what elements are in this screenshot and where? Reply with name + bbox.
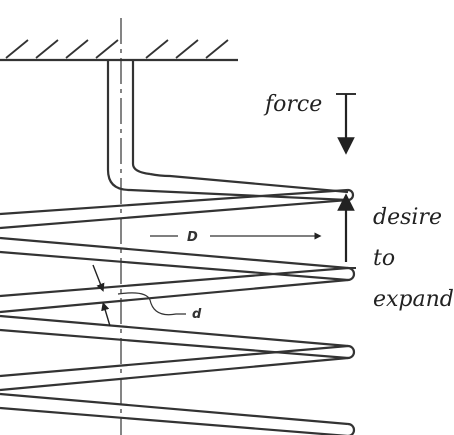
wire-diameter-label: d [192,307,202,322]
coil-band-top-1 [149,172,349,194]
coil-band-left-2a [0,266,349,298]
spring-stem-inner [131,60,151,176]
coil-diameter-label: D [187,230,198,245]
coil-band-left-2b [0,278,349,314]
coil-band-left-3a [0,344,349,378]
coil-band-left-1a [0,198,349,230]
spring-stem [106,60,131,192]
coil-band-right-3b [0,328,349,360]
coil-band-right-2b [0,250,349,282]
coil-end-2 [347,266,356,282]
spring-coils [0,172,356,435]
wire-diameter-dimension [92,264,186,327]
expand-arrow [336,193,356,269]
coil-band-right-4b [0,406,349,435]
expand-label-line2: to [373,246,395,271]
coil-band-left-3b [0,356,349,392]
force-arrow [336,93,356,155]
coil-end-1 [347,188,355,202]
expand-label-line3: expand [373,287,454,312]
support-hatching [5,39,229,59]
force-label: force [263,92,322,117]
expand-label-line1: desire [373,205,442,230]
coil-end-3 [347,344,356,360]
coil-end-4 [347,422,356,435]
fixed-support [0,39,238,62]
coil-band-right-4a [0,392,349,426]
coil-band-right-2a [0,236,349,270]
coil-band-right-3a [0,314,349,348]
coil-band-top-2 [129,188,349,202]
coil-band-left-1b [0,188,349,216]
